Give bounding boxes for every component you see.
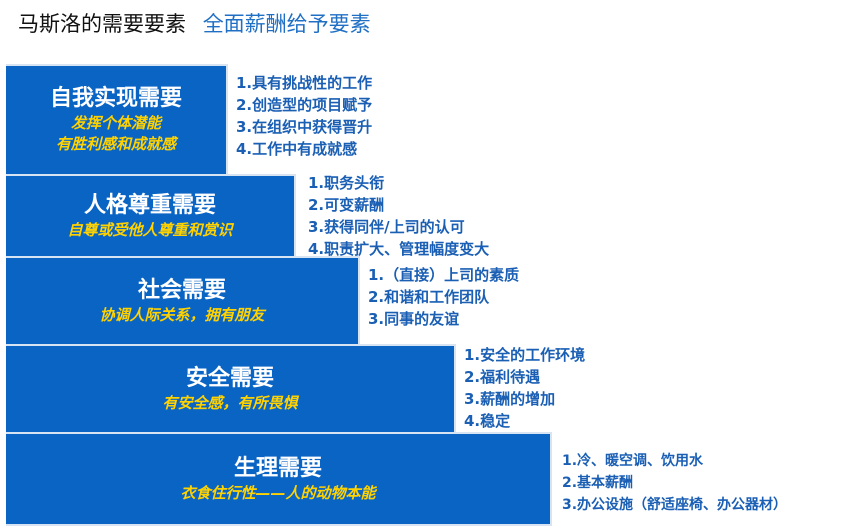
list-item: 2.基本薪酬	[562, 475, 634, 491]
level-items-self-actualization: 1.具有挑战性的工作 2.创造型的项目赋予 3.在组织中获得晋升 4.工作中有成…	[236, 72, 372, 160]
list-item: 2.福利待遇	[464, 368, 541, 386]
level-bar-social: 社会需要 协调人际关系，拥有朋友	[6, 256, 360, 346]
level-items-physiological: 1.冷、暖空调、饮用水 2.基本薪酬 3.办公设施（舒适座椅、办公器材）	[562, 450, 787, 516]
level-desc: 有胜利感和成就感	[55, 135, 176, 153]
list-item: 3.获得同伴/上司的认可	[308, 218, 465, 236]
title-compensation: 全面薪酬给予要素	[202, 12, 371, 36]
list-item: 3.同事的友谊	[368, 310, 460, 328]
level-name: 社会需要	[137, 277, 226, 303]
list-item: 1.具有挑战性的工作	[236, 74, 373, 92]
level-desc: 衣食住行性——人的动物本能	[180, 483, 376, 502]
level-items-safety: 1.安全的工作环境 2.福利待遇 3.薪酬的增加 4.稳定	[464, 344, 585, 432]
level-name: 生理需要	[233, 455, 322, 481]
level-name: 自我实现需要	[49, 86, 182, 111]
list-item: 3.办公设施（舒适座椅、办公器材）	[562, 497, 788, 513]
list-item: 2.和谐和工作团队	[368, 288, 490, 306]
list-item: 4.稳定	[464, 412, 511, 430]
list-item: 3.在组织中获得晋升	[236, 118, 373, 136]
level-desc: 发挥个体潜能	[70, 114, 161, 132]
title-maslow: 马斯洛的需要要素	[18, 12, 186, 36]
list-item: 1.职务头衔	[308, 174, 385, 192]
list-item: 1.安全的工作环境	[464, 346, 586, 364]
list-item: 4.职责扩大、管理幅度变大	[308, 240, 490, 258]
level-items-social: 1.（直接）上司的素质 2.和谐和工作团队 3.同事的友谊	[368, 264, 519, 330]
level-items-esteem: 1.职务头衔 2.可变薪酬 3.获得同伴/上司的认可 4.职责扩大、管理幅度变大	[308, 172, 489, 260]
list-item: 4.工作中有成就感	[236, 140, 358, 158]
level-bar-esteem: 人格尊重需要 自尊或受他人尊重和赏识	[6, 174, 296, 258]
level-desc: 有安全感，有所畏惧	[162, 393, 298, 412]
level-bar-self-actualization: 自我实现需要 发挥个体潜能 有胜利感和成就感	[6, 64, 228, 176]
list-item: 1.冷、暖空调、饮用水	[562, 453, 704, 469]
list-item: 2.可变薪酬	[308, 196, 385, 214]
list-item: 1.（直接）上司的素质	[368, 266, 520, 284]
list-item: 3.薪酬的增加	[464, 390, 556, 408]
level-name: 人格尊重需要	[83, 192, 216, 218]
list-item: 2.创造型的项目赋予	[236, 96, 373, 114]
level-bar-safety: 安全需要 有安全感，有所畏惧	[6, 344, 456, 434]
page-title: 马斯洛的需要要素 全面薪酬给予要素	[18, 8, 371, 38]
level-bar-physiological: 生理需要 衣食住行性——人的动物本能	[6, 432, 552, 526]
level-desc: 协调人际关系，拥有朋友	[99, 305, 265, 324]
level-desc: 自尊或受他人尊重和赏识	[67, 220, 233, 239]
level-name: 安全需要	[185, 365, 274, 391]
